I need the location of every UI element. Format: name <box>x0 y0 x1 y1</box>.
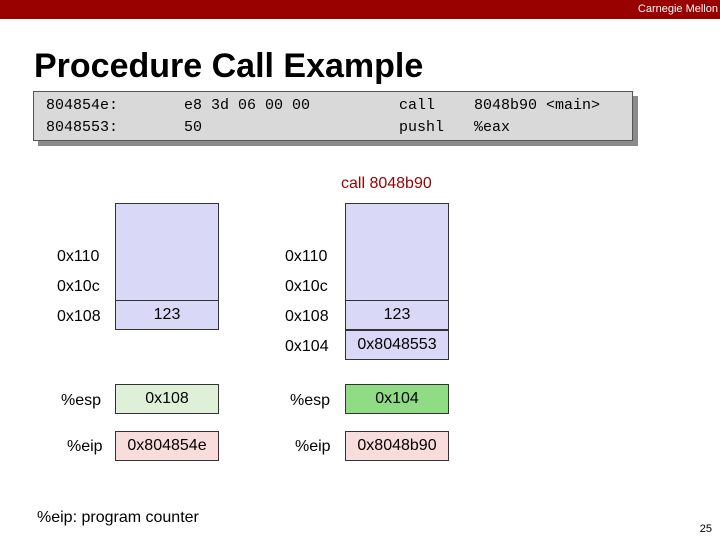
code-row-1-bytes: e8 3d 06 00 00 <box>184 97 311 114</box>
stack-after-cell-0x108: 123 <box>345 300 449 330</box>
page-number: 25 <box>699 523 712 535</box>
stack-before-addr-0x10c: 0x10c <box>57 278 100 295</box>
code-row-2-op: pushl <box>399 119 445 136</box>
brand-label: Carnegie Mellon <box>637 3 718 15</box>
call-note: call 8048b90 <box>341 175 432 192</box>
stack-after-addr-0x10c: 0x10c <box>285 278 328 295</box>
reg-after-eip-value: 0x8048b90 <box>345 431 449 461</box>
reg-before-esp-label: %esp <box>61 392 102 409</box>
stack-after-addr-0x110: 0x110 <box>285 248 328 265</box>
reg-before-esp-value: 0x108 <box>115 384 219 414</box>
code-row-1-op: call <box>399 97 436 114</box>
code-row-2-bytes: 50 <box>184 119 203 136</box>
stack-before-addr-0x110: 0x110 <box>57 248 100 265</box>
header-bar: Carnegie Mellon <box>0 0 720 19</box>
footnote: %eip: program counter <box>37 509 199 526</box>
stack-before-addr-0x108: 0x108 <box>57 308 101 325</box>
reg-before-eip-label: %eip <box>67 438 103 455</box>
code-row-1-arg: 8048b90 <main> <box>474 97 601 114</box>
stack-after-cell-0x104: 0x8048553 <box>345 330 449 360</box>
reg-after-esp-label: %esp <box>290 392 331 409</box>
slide-title: Procedure Call Example <box>34 47 424 85</box>
code-row-1-addr: 804854e: <box>46 97 119 114</box>
stack-after-addr-0x104: 0x104 <box>285 338 329 355</box>
code-row-2-addr: 8048553: <box>46 119 119 136</box>
code-box: 804854e: e8 3d 06 00 00 call 8048b90 <ma… <box>33 91 633 141</box>
code-row-2-arg: %eax <box>474 119 511 136</box>
reg-after-esp-value: 0x104 <box>345 384 449 414</box>
reg-before-eip-value: 0x804854e <box>115 431 219 461</box>
stack-after-addr-0x108: 0x108 <box>285 308 329 325</box>
reg-after-eip-label: %eip <box>295 438 331 455</box>
stack-before-cell-0x108: 123 <box>115 300 219 330</box>
